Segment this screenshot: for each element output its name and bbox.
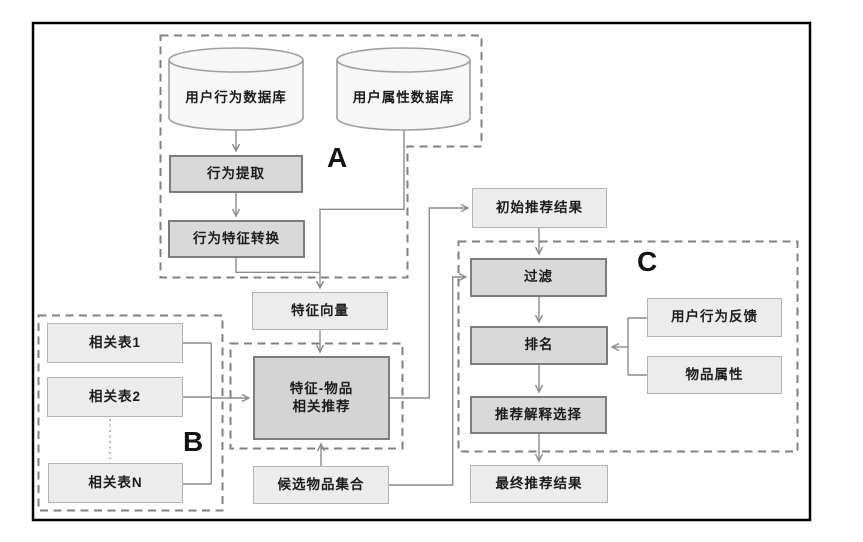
rank-node: 排名 [470,326,608,365]
group-b-outline [37,314,224,512]
connector-feature-item-to-initial-results [390,208,468,399]
feature-vector-node: 特征向量 [252,292,388,330]
feature-item-recommend-line2: 相关推荐 [292,399,351,414]
group-a-outline [159,34,483,279]
feature-item-recommend-node: 特征-物品 相关推荐 [253,356,390,440]
related-table-2-node: 相关表2 [47,377,183,417]
group-a-label: A [327,142,348,173]
connector-db2-to-feature-vector [320,130,405,288]
candidate-item-set-node: 候选物品集合 [253,466,389,504]
group-c-label: C [637,246,658,277]
connector-candidates-to-filter [389,277,466,486]
behavior-feature-convert-node: 行为特征转换 [168,220,305,258]
final-results-node: 最终推荐结果 [470,465,608,503]
filter-node: 过滤 [470,258,607,297]
db-user-behavior-label: 用户行为数据库 [185,90,287,105]
initial-results-node: 初始推荐结果 [472,188,607,228]
related-table-n-node: 相关表N [48,463,183,503]
database-cylinder-user-attribute [336,47,471,131]
item-attributes-node: 物品属性 [647,356,782,394]
feature-item-recommend-line1: 特征-物品 [289,380,354,396]
group-b-label: B [183,426,204,457]
db-user-attribute-label: 用户属性数据库 [352,90,455,105]
feature-item-group-outline [229,342,404,450]
outer-frame [31,21,812,522]
explanation-selection-node: 推荐解释选择 [470,396,607,434]
related-table-1-node: 相关表1 [47,323,183,363]
connector-convert-join [235,258,320,273]
behavior-extraction-node: 行为提取 [169,155,303,193]
database-cylinder-user-behavior [168,47,304,131]
user-behavior-feedback-node: 用户行为反馈 [647,298,782,337]
